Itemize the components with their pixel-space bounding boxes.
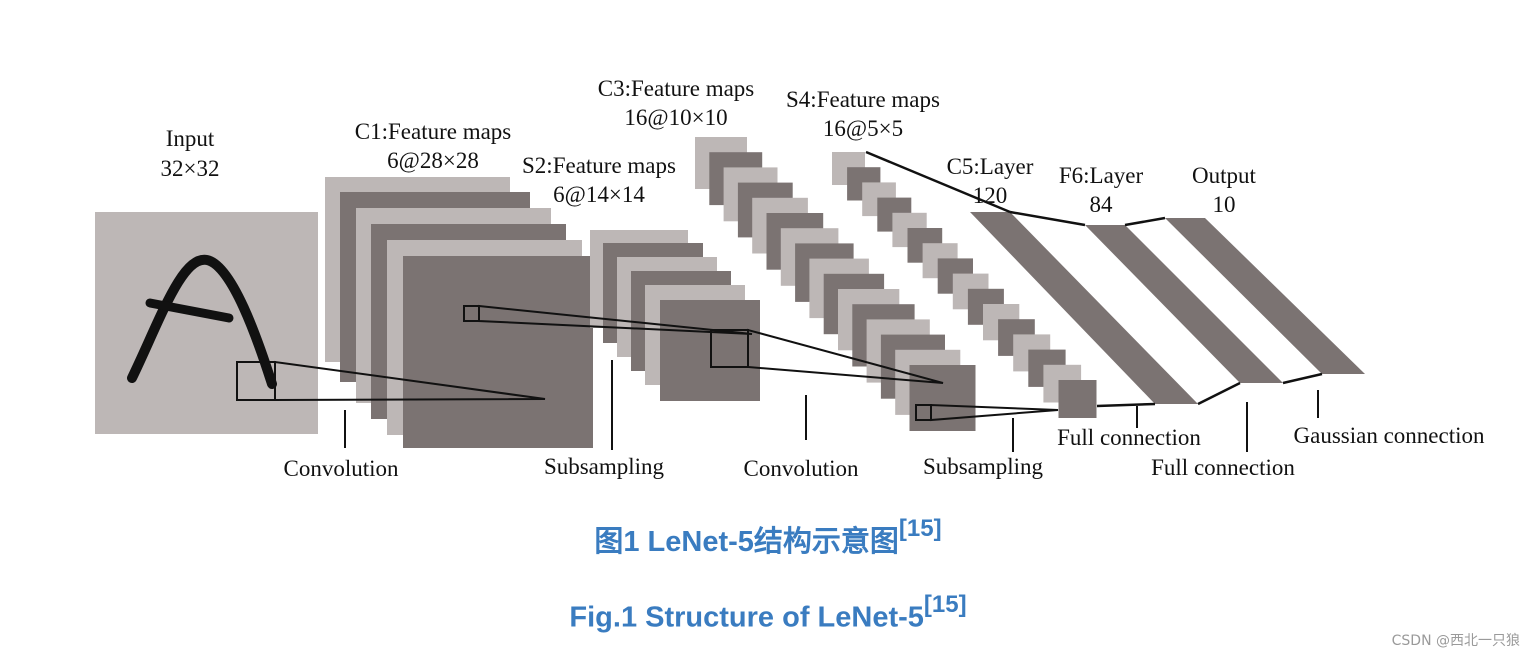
csdn-watermark: CSDN @西北一只狼 (1391, 633, 1520, 649)
caption-zh: 图1 LeNet-5结构示意图[15] (0, 515, 1536, 560)
output-label: Output (1192, 163, 1257, 188)
input-letter-crossbar (145, 298, 234, 323)
f6-layer-bar (1085, 225, 1283, 383)
full-connection-1-label: Full connection (1057, 425, 1201, 450)
c1-size-label: 6@28×28 (387, 148, 479, 173)
s2-size-label: 6@14×14 (553, 182, 645, 207)
input-letter-a (127, 254, 277, 389)
dense-connection-lines (865, 150, 1323, 408)
s4-label: S4:Feature maps (786, 87, 940, 112)
c5-label: C5:Layer (947, 154, 1034, 179)
convolution-2-label: Convolution (743, 456, 859, 481)
input-size-label: 32×32 (161, 156, 220, 181)
f6-size-label: 84 (1090, 192, 1114, 217)
s2-label: S2:Feature maps (522, 153, 676, 178)
output-layer-bar (1165, 218, 1365, 374)
c5-size-label: 120 (973, 183, 1008, 208)
f6-label: F6:Layer (1059, 163, 1144, 188)
caption-zh-ref: [15] (898, 515, 942, 543)
caption-en-text: Fig.1 Structure of LeNet-5 (569, 601, 924, 634)
caption-zh-text: 图1 LeNet-5结构示意图 (594, 526, 899, 558)
convolution-1-label: Convolution (283, 456, 399, 481)
output-size-label: 10 (1213, 192, 1236, 217)
gaussian-connection-label: Gaussian connection (1294, 423, 1485, 448)
receptive-field-projections (236, 304, 1059, 422)
s2-feature-maps (590, 230, 760, 401)
input-image (95, 212, 318, 434)
operation-ticks (344, 360, 1319, 452)
c5-layer-bar (970, 212, 1198, 404)
caption-en-ref: [15] (923, 591, 967, 618)
c3-feature-maps (695, 137, 976, 431)
subsampling-1-label: Subsampling (544, 454, 665, 479)
c3-size-label: 16@10×10 (624, 105, 727, 130)
s4-size-label: 16@5×5 (823, 116, 903, 141)
s4-feature-maps (832, 152, 1097, 418)
subsampling-2-label: Subsampling (923, 454, 1044, 479)
c1-label: C1:Feature maps (355, 119, 512, 144)
c3-map-16 (909, 365, 976, 431)
c1-feature-maps (325, 177, 593, 448)
caption-en: Fig.1 Structure of LeNet-5[15] (0, 591, 1536, 635)
c3-label: C3:Feature maps (598, 76, 755, 101)
input-label: Input (166, 126, 215, 151)
s4-map-16 (1058, 380, 1097, 418)
full-connection-2-label: Full connection (1151, 455, 1295, 480)
